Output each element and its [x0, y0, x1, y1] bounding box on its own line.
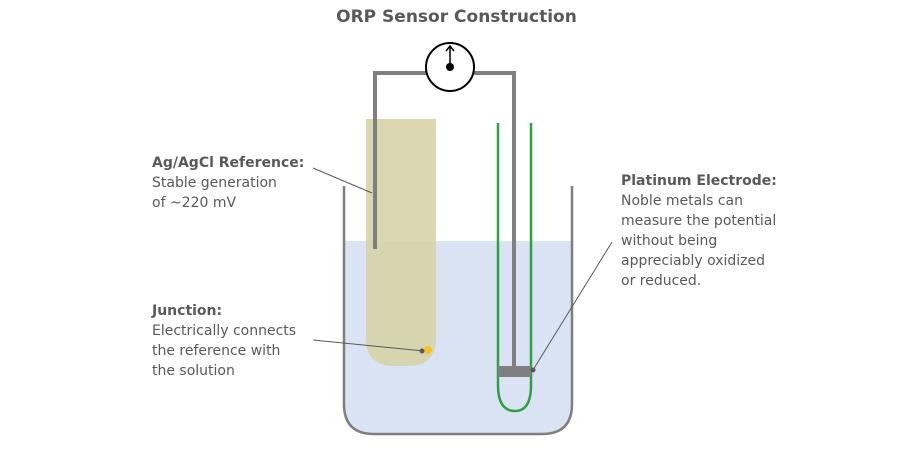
voltmeter	[425, 42, 475, 92]
junction-label-line: Electrically connects	[152, 323, 297, 339]
leader-line-reference	[312, 167, 373, 194]
platinum-label-line: without being	[621, 233, 718, 249]
junction-label: Junction: Electrically connects the refe…	[152, 301, 296, 381]
leader-line-platinum	[532, 241, 613, 371]
junction-label-line: the reference with	[152, 343, 281, 359]
platinum-label-line: measure the potential	[621, 213, 777, 229]
leader-line-junction	[312, 339, 425, 352]
reference-label-line: of ~220 mV	[152, 195, 237, 211]
platinum-electrode	[498, 366, 531, 377]
junction-dot	[424, 346, 432, 354]
reference-label-line: Stable generation	[152, 175, 277, 191]
platinum-label-line: or reduced.	[621, 273, 702, 289]
platinum-glass-tube	[496, 123, 533, 413]
junction-label-line: the solution	[152, 363, 235, 379]
platinum-label-line: appreciably oxidized	[621, 253, 766, 269]
platinum-label-line: Noble metals can	[621, 193, 743, 209]
reference-tube	[366, 119, 436, 366]
junction-pointer-dot	[419, 348, 425, 354]
circuit-wire	[373, 71, 516, 368]
page-title: ORP Sensor Construction	[336, 7, 577, 27]
platinum-label-heading: Platinum Electrode:	[621, 173, 777, 189]
platinum-label: Platinum Electrode: Noble metals can mea…	[621, 171, 777, 291]
beaker	[342, 186, 574, 436]
reference-label: Ag/AgCl Reference: Stable generation of …	[152, 153, 304, 213]
reference-label-heading: Ag/AgCl Reference:	[152, 155, 305, 171]
junction-label-heading: Junction:	[152, 303, 223, 319]
meter-needle-pivot	[446, 63, 454, 71]
platinum-pointer-dot	[530, 367, 536, 373]
